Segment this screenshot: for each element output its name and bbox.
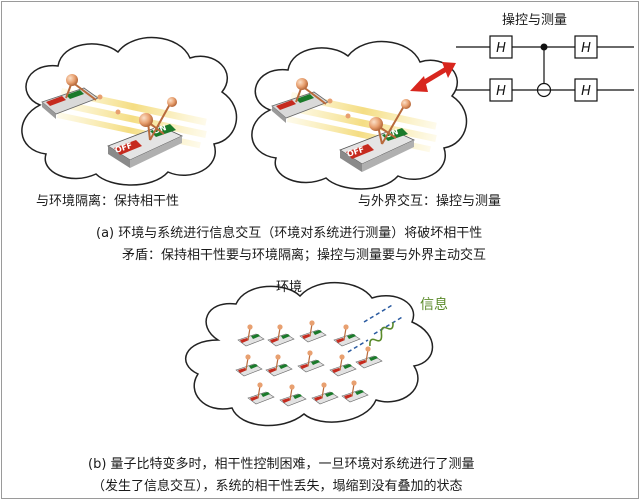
panel-b-caption-line1: (b) 量子比特变多时，相干性控制困难，一旦环境对系统进行了测量 [88,457,475,472]
interaction-double-arrow [410,62,456,92]
mini-qubit-switch [311,382,339,405]
svg-text:H: H [496,84,506,99]
mini-qubit-switch [299,320,327,343]
cloud-interacting [251,40,468,190]
mini-qubit-switch [279,384,307,407]
cloud-isolated [21,36,238,186]
panel-b-caption-line2: （发生了信息交互），系统的相干性丢失，塌缩到没有叠加的状态 [92,479,463,494]
mini-qubit-switch [329,354,357,377]
mini-qubit-switch [235,354,263,377]
mini-qubit-switch [265,354,293,377]
panel-a-caption-line2: 矛盾：保持相干性要与环境隔离；操控与测量要与外界主动交互 [122,248,487,263]
mini-qubit-switch [333,324,361,347]
interacting-caption: 与外界交互：操控与测量 [358,194,502,209]
info-signal [347,303,405,353]
isolated-caption: 与环境隔离：保持相干性 [36,194,180,209]
qubit-array [235,320,383,407]
mini-qubit-switch [297,350,325,373]
h-gate: H [489,35,513,59]
info-label: 信息 [420,297,448,313]
qubit-switch-interacting: OFF ON [271,78,437,172]
h-gate: H [574,35,598,59]
qubit-switch-isolated: OFF ON [41,74,207,168]
svg-text:H: H [581,41,591,56]
h-gate: H [489,78,513,102]
circuit-title: 操控与测量 [502,13,568,28]
mini-qubit-switch [355,346,383,369]
panel-a-caption-line1: (a) 环境与系统进行信息交互（环境对系统进行测量）将破坏相干性 [96,226,483,241]
mini-qubit-switch [237,324,265,347]
mini-qubit-switch [341,380,369,403]
h-gate: H [574,78,598,102]
cnot-control-dot [540,43,548,51]
svg-text:H: H [581,84,591,99]
svg-text:H: H [496,41,506,56]
quantum-circuit: H H H H [456,35,634,102]
environment-label: 环境 [276,280,303,295]
mini-qubit-switch [267,324,295,347]
mini-qubit-switch [247,382,275,405]
